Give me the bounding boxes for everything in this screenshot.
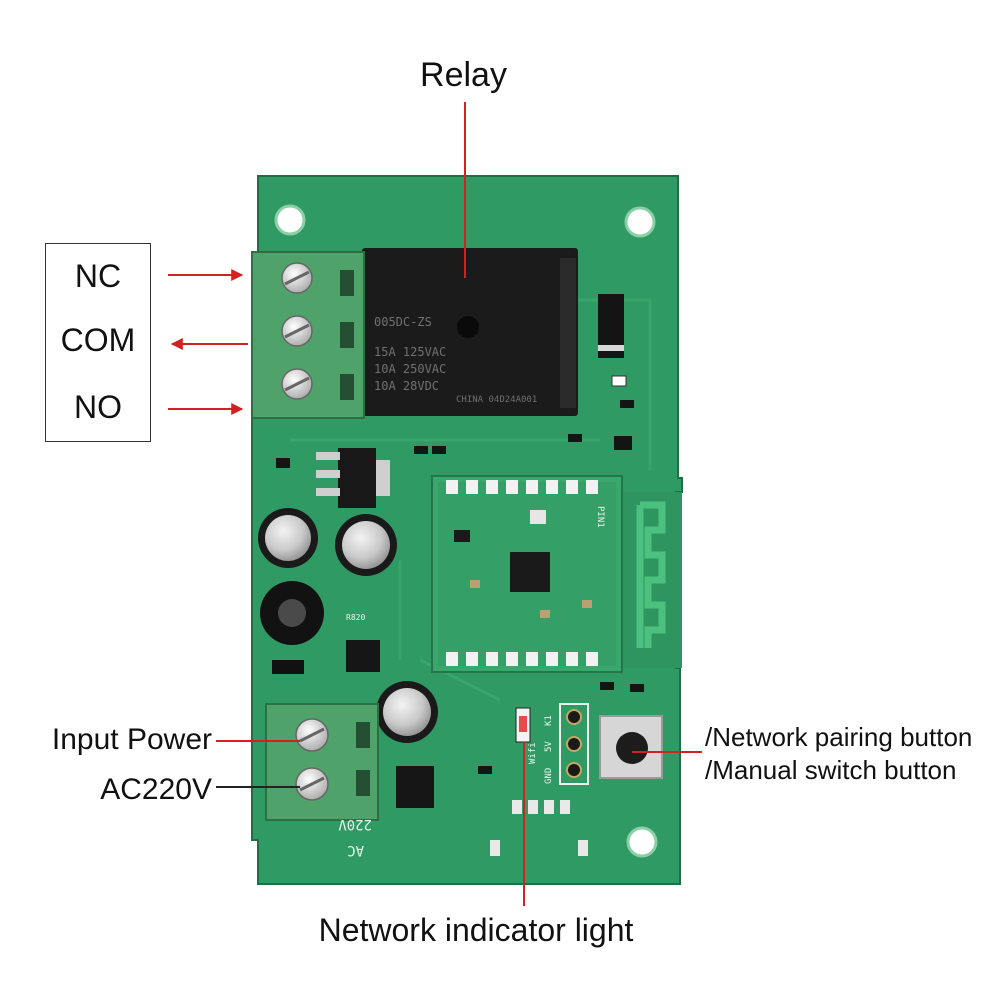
manual-button-label: /Manual switch button: [705, 755, 957, 785]
relay-label: Relay: [420, 56, 507, 94]
silk-k1: K1: [544, 715, 554, 726]
input-power-label: Input Power: [51, 723, 212, 756]
indicator-light-label: Network indicator light: [318, 912, 634, 948]
capacitors: [258, 508, 438, 743]
silk-pin1: PIN1: [595, 506, 605, 528]
voltage-regulator: [316, 448, 390, 508]
wifi-module: [431, 475, 623, 673]
relay-model-text: 005DC-ZS: [374, 315, 432, 329]
gpio-header: [559, 703, 589, 785]
ac-voltage-label: AC220V: [100, 773, 212, 806]
com-terminal-label: COM: [45, 308, 151, 374]
relay-rating-3: 10A 28VDC: [374, 379, 439, 393]
power-terminal-block: [265, 703, 379, 821]
silk-gnd: GND: [544, 768, 554, 784]
pairing-button-label: /Network pairing button: [705, 722, 973, 752]
silk-ac: AC: [347, 842, 364, 858]
relay-rating-1: 15A 125VAC: [374, 345, 446, 359]
silk-r820: R820: [346, 613, 365, 622]
silk-5v: 5V: [544, 741, 554, 752]
output-terminal-block: [251, 251, 365, 419]
silk-wifi: Wifi: [528, 742, 538, 764]
relay-rating-2: 10A 250VAC: [374, 362, 446, 376]
nc-terminal-label: NC: [45, 243, 151, 309]
pairing-button-component: [599, 715, 663, 779]
network-led-component: [515, 707, 531, 743]
annotation-lines: [168, 102, 702, 906]
relay-origin-text: CHINA 04D24A001: [456, 395, 537, 405]
relay-component: [362, 248, 578, 416]
silk-220v: 220V: [338, 816, 372, 832]
no-terminal-label: NO: [45, 373, 151, 442]
rectifier-chip: [396, 766, 434, 808]
inductor: [260, 581, 324, 645]
bridge-rectifier: [346, 640, 380, 672]
